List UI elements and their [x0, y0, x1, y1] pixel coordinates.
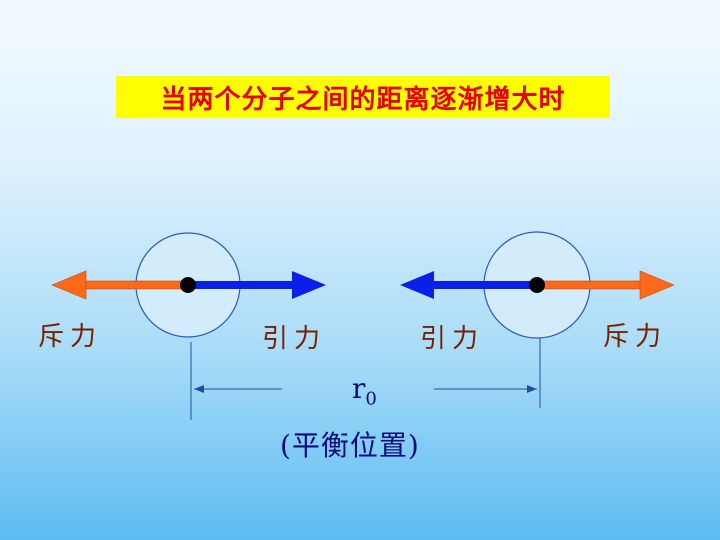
right-molecule: [400, 231, 675, 339]
right-molecule-repulsion-label: 斥力: [603, 322, 668, 352]
left-molecule-repulsion-label: 斥力: [38, 322, 103, 352]
title-banner: 当两个分子之间的距离逐渐增大时: [116, 76, 610, 118]
distance-arrow-right: [434, 385, 537, 393]
r0-symbol: r: [352, 372, 366, 405]
equilibrium-position-label: (平衡位置): [280, 429, 420, 462]
left-attraction-arrow: [188, 271, 326, 299]
left-molecule-center-dot: [180, 277, 196, 293]
right-molecule-center-dot: [529, 277, 545, 293]
distance-arrow-left: [194, 385, 282, 393]
right-attraction-arrow: [400, 271, 537, 299]
title-text: 当两个分子之间的距离逐渐增大时: [160, 84, 566, 115]
r0-label: r0: [352, 372, 377, 410]
r0-subscript: 0: [365, 388, 377, 410]
right-molecule-attraction-label: 引力: [420, 324, 485, 354]
left-molecule-attraction-label: 引力: [262, 324, 327, 354]
left-molecule: [51, 232, 326, 338]
